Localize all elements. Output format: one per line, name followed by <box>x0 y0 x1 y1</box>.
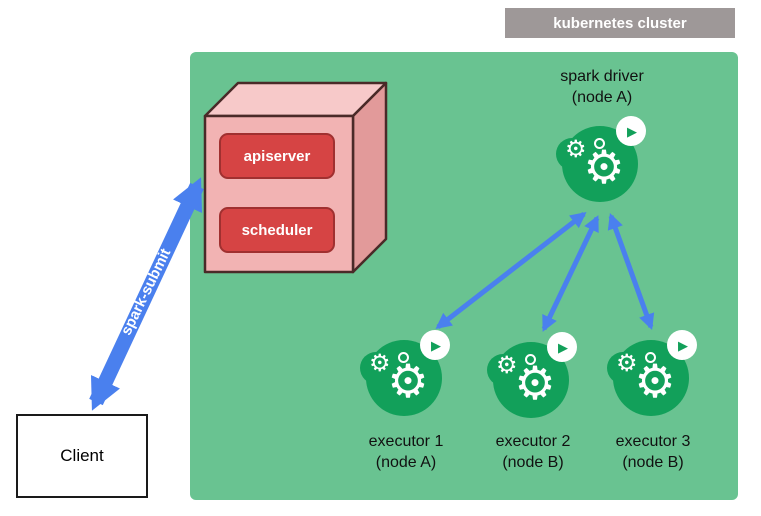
spark-submit-label: spark-submit <box>117 245 175 339</box>
apiserver-box: apiserver <box>219 133 335 179</box>
executor1-label: executor 1 (node A) <box>345 431 467 473</box>
spark-executor2-icon: ⚙ ⚙ ▶ <box>487 332 579 424</box>
executor2-label: executor 2 (node B) <box>472 431 594 473</box>
spark-driver-node: (node A) <box>571 89 633 106</box>
gear-icon: ⚙ <box>514 357 556 409</box>
executor3-node: (node B) <box>622 454 684 471</box>
executor2-title: executor 2 <box>495 433 571 450</box>
kubernetes-cluster-label: kubernetes cluster <box>505 8 735 38</box>
play-icon: ▶ <box>667 330 697 360</box>
cube-side-face <box>351 81 388 274</box>
apiserver-label: apiserver <box>243 147 311 165</box>
executor1-node: (node A) <box>375 454 437 471</box>
gear-dot-icon <box>398 352 409 363</box>
client-box: Client <box>16 414 148 498</box>
gear-icon: ⚙ <box>369 350 391 377</box>
executor2-node: (node B) <box>502 454 564 471</box>
gear-icon: ⚙ <box>496 352 518 379</box>
gear-icon: ⚙ <box>387 355 429 407</box>
gear-dot-icon <box>594 138 605 149</box>
executor1-title: executor 1 <box>368 433 444 450</box>
control-plane-cube <box>203 81 388 274</box>
spark-executor1-icon: ⚙ ⚙ ▶ <box>360 330 452 422</box>
scheduler-box: scheduler <box>219 207 335 253</box>
play-icon: ▶ <box>420 330 450 360</box>
executor3-title: executor 3 <box>615 433 691 450</box>
executor3-label: executor 3 (node B) <box>592 431 714 473</box>
play-glyph: ▶ <box>627 123 637 139</box>
gear-icon: ⚙ <box>616 350 638 377</box>
play-glyph: ▶ <box>558 339 568 355</box>
gear-dot-icon <box>525 354 536 365</box>
play-icon: ▶ <box>616 116 646 146</box>
client-label: Client <box>60 446 104 465</box>
gear-icon: ⚙ <box>583 141 625 193</box>
spark-driver-icon: ⚙ ⚙ ▶ <box>556 116 648 208</box>
gear-icon: ⚙ <box>565 136 587 163</box>
spark-driver-label: spark driver (node A) <box>528 66 676 108</box>
gear-icon: ⚙ <box>634 355 676 407</box>
scheduler-label: scheduler <box>241 221 313 239</box>
spark-driver-title: spark driver <box>560 68 644 85</box>
play-glyph: ▶ <box>678 337 688 353</box>
gear-dot-icon <box>645 352 656 363</box>
spark-executor3-icon: ⚙ ⚙ ▶ <box>607 330 699 422</box>
play-glyph: ▶ <box>431 337 441 353</box>
play-icon: ▶ <box>547 332 577 362</box>
